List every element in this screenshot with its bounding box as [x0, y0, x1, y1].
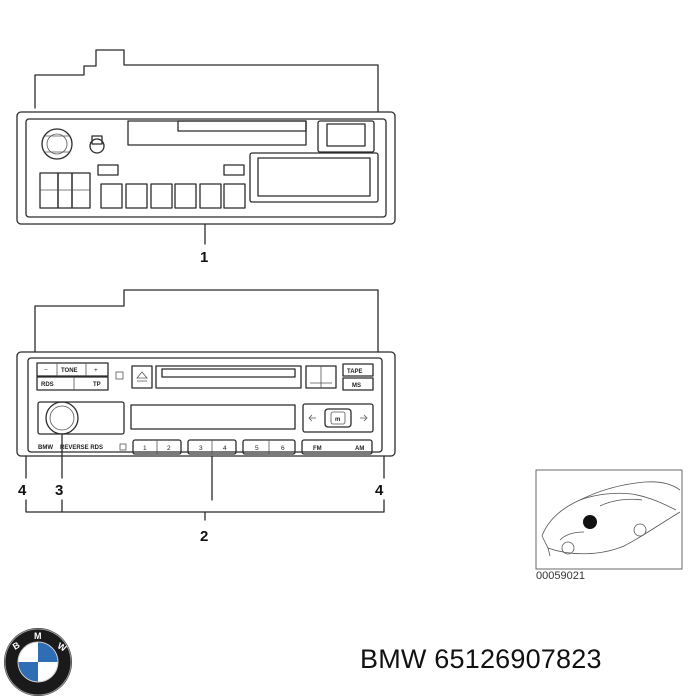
location-marker-icon: [583, 515, 597, 529]
svg-text:B: B: [11, 640, 22, 652]
ms-label: MS: [352, 383, 361, 389]
tape-label: TAPE: [347, 369, 363, 375]
callout-4-right: 4: [375, 482, 384, 499]
footer-part-number: 65126907823: [434, 644, 602, 674]
brand-label: BMW: [38, 445, 53, 451]
model-label: REVERSE RDS: [60, 445, 103, 451]
upper-radio-unit: [16, 49, 396, 245]
preset-3-label: 3: [199, 445, 203, 452]
callout-1: 1: [200, 249, 208, 266]
preset-4-label: 4: [223, 445, 227, 452]
preset-1-label: 1: [143, 445, 147, 452]
m-label: m: [335, 417, 340, 423]
footer-part-label: BMW 65126907823: [360, 644, 602, 675]
footer-brand: BMW: [360, 644, 427, 674]
diagram-image-code: 00059021: [536, 570, 585, 582]
tp-label: TP: [93, 382, 101, 388]
car-location-thumbnail: [535, 469, 683, 570]
tone-plus-label: +: [94, 367, 98, 374]
lower-radio-unit: [16, 289, 396, 521]
bmw-logo-icon: B M W: [4, 628, 72, 696]
callout-3: 3: [55, 482, 63, 499]
fm-label: FM: [313, 446, 322, 452]
svg-text:M: M: [34, 631, 42, 641]
am-label: AM: [355, 446, 364, 452]
tone-label: TONE: [61, 368, 78, 374]
tone-minus-label: −: [44, 367, 48, 374]
rds-label: RDS: [41, 382, 54, 388]
preset-5-label: 5: [255, 445, 259, 452]
callout-2: 2: [200, 528, 208, 545]
preset-6-label: 6: [281, 445, 285, 452]
callout-4-left: 4: [18, 482, 27, 499]
preset-2-label: 2: [167, 445, 171, 452]
